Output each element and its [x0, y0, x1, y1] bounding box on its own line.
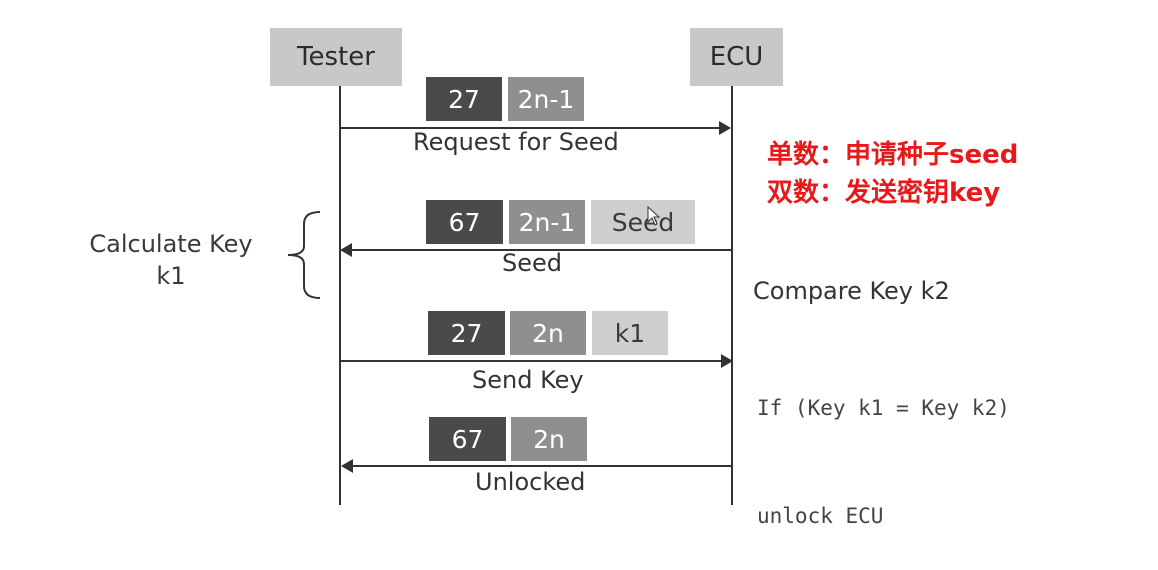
msg2-sid-box: 67 — [426, 200, 503, 244]
msg3-subfunction-box: 2n — [510, 311, 586, 355]
msg2-seed-box: Seed — [591, 200, 695, 244]
msg3-subfunction: 2n — [532, 318, 564, 348]
tester-lifeline — [339, 86, 341, 505]
msg1-sid: 27 — [448, 84, 480, 114]
ecu-participant: ECU — [690, 28, 783, 86]
msg4-subfunction: 2n — [533, 424, 565, 454]
msg2-subfunction-box: 2n-1 — [509, 200, 585, 244]
calculate-key-line1: Calculate Key — [89, 230, 253, 258]
msg4-subfunction-box: 2n — [511, 417, 587, 461]
msg2-label: Seed — [502, 249, 562, 277]
msg4-sid: 67 — [451, 424, 484, 454]
msg1-subfunction-box: 2n-1 — [508, 77, 584, 121]
odd-even-annotation: 单数：申请种子seed 双数：发送密钥key — [767, 136, 1018, 212]
annotation-even: 双数：发送密钥key — [767, 178, 1001, 208]
curly-brace-icon — [287, 211, 321, 299]
tester-participant: Tester — [270, 28, 402, 86]
compare-key-code-line2: unlock ECU — [757, 504, 884, 528]
compare-key-title: Compare Key k2 — [753, 277, 950, 305]
msg3-key-box: k1 — [592, 311, 668, 355]
msg1-label: Request for Seed — [413, 128, 619, 156]
msg4-sid-box: 67 — [429, 417, 506, 461]
msg1-subfunction: 2n-1 — [517, 84, 575, 114]
tester-label: Tester — [297, 42, 375, 72]
calculate-key-note: Calculate Key k1 — [78, 228, 264, 292]
msg1-arrow — [340, 121, 731, 135]
msg3-label: Send Key — [472, 366, 584, 394]
msg2-seed: Seed — [611, 207, 675, 237]
calculate-key-line2: k1 — [156, 262, 186, 290]
msg3-sid-box: 27 — [428, 311, 505, 355]
msg3-key: k1 — [614, 318, 646, 348]
ecu-lifeline — [731, 86, 733, 505]
msg1-sid-box: 27 — [426, 77, 502, 121]
ecu-label: ECU — [709, 42, 764, 72]
msg2-subfunction: 2n-1 — [518, 207, 576, 237]
msg4-label: Unlocked — [475, 468, 586, 496]
msg3-arrow — [340, 354, 733, 368]
msg3-sid: 27 — [450, 318, 483, 348]
compare-key-code-line1: If (Key k1 = Key k2) — [757, 396, 1010, 420]
msg4-arrow — [341, 459, 731, 473]
msg2-sid: 67 — [448, 207, 481, 237]
mouse-cursor-icon — [647, 206, 661, 226]
msg2-arrow — [340, 243, 731, 257]
annotation-odd: 单数：申请种子seed — [767, 140, 1019, 170]
compare-key-code: If (Key k1 = Key k2) unlock ECU — [757, 318, 1010, 570]
